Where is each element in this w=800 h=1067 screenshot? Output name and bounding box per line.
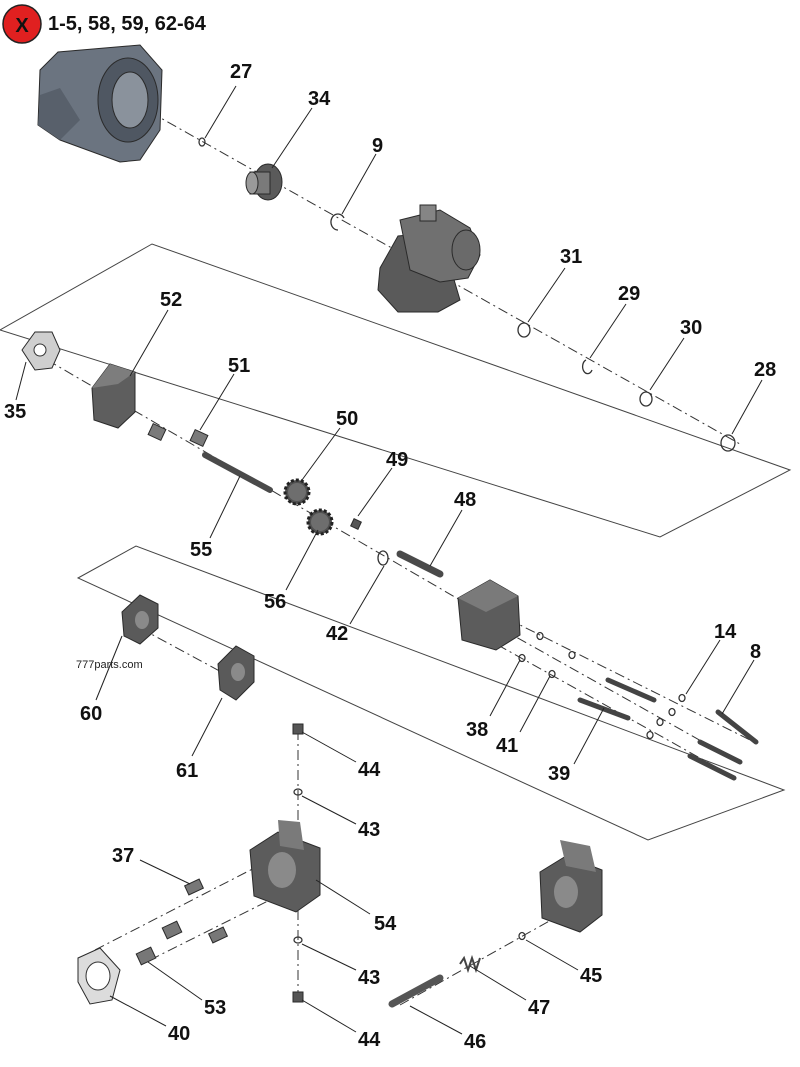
spring-47[interactable] bbox=[459, 954, 481, 974]
callout-8[interactable]: 8 bbox=[750, 641, 761, 663]
callout-54[interactable]: 54 bbox=[374, 913, 397, 935]
pin-49[interactable] bbox=[350, 518, 362, 530]
o-ring-b bbox=[568, 650, 576, 660]
callout-14[interactable]: 14 bbox=[714, 621, 737, 643]
callout-38[interactable]: 38 bbox=[466, 719, 488, 741]
seal-31[interactable] bbox=[517, 322, 531, 338]
callout-28[interactable]: 28 bbox=[754, 359, 776, 381]
callout-9[interactable]: 9 bbox=[372, 135, 383, 157]
bearing-28[interactable] bbox=[720, 434, 736, 452]
callout-56[interactable]: 56 bbox=[264, 591, 286, 613]
bushing-mid-b bbox=[207, 926, 229, 944]
callout-39[interactable]: 39 bbox=[548, 763, 570, 785]
x-badge-icon[interactable] bbox=[2, 4, 42, 44]
bushing-51b[interactable] bbox=[189, 428, 209, 448]
cover-52[interactable] bbox=[91, 363, 136, 429]
o-ring-41[interactable] bbox=[548, 669, 556, 679]
gear-50[interactable] bbox=[283, 478, 311, 506]
o-ring-38[interactable] bbox=[518, 653, 526, 663]
gasket-40[interactable] bbox=[77, 947, 121, 1005]
callout-50[interactable]: 50 bbox=[336, 408, 358, 430]
callout-47[interactable]: 47 bbox=[528, 997, 550, 1019]
callout-46[interactable]: 46 bbox=[464, 1031, 486, 1053]
ring-29[interactable] bbox=[581, 359, 593, 375]
gear-56[interactable] bbox=[306, 508, 334, 536]
callout-52[interactable]: 52 bbox=[160, 289, 182, 311]
watermark: 777parts.com bbox=[76, 659, 143, 671]
pump-body-right[interactable] bbox=[539, 840, 603, 933]
callout-43-top[interactable]: 43 bbox=[358, 819, 380, 841]
flange-60[interactable] bbox=[121, 594, 159, 645]
callout-27[interactable]: 27 bbox=[230, 61, 252, 83]
callout-45[interactable]: 45 bbox=[580, 965, 602, 987]
pump-body-54[interactable] bbox=[249, 820, 321, 913]
pump-body-middle[interactable] bbox=[457, 579, 521, 651]
callout-35[interactable]: 35 bbox=[4, 401, 26, 423]
plug-44-bottom[interactable] bbox=[292, 991, 304, 1003]
gasket-35[interactable] bbox=[21, 331, 61, 371]
callout-61[interactable]: 61 bbox=[176, 760, 198, 782]
bushing-51a[interactable] bbox=[147, 422, 167, 442]
valve-46[interactable] bbox=[388, 974, 444, 1008]
shaft-55[interactable] bbox=[202, 452, 273, 493]
header-title: 1-5, 58, 59, 62-64 bbox=[48, 13, 207, 35]
assembly-box-middle bbox=[76, 545, 786, 841]
pump-body-main[interactable] bbox=[377, 204, 481, 313]
bolt-lower-a bbox=[697, 739, 743, 765]
callout-31[interactable]: 31 bbox=[560, 246, 582, 268]
callout-44-bottom[interactable]: 44 bbox=[358, 1029, 381, 1051]
callout-40[interactable]: 40 bbox=[168, 1023, 190, 1045]
badge-letter: X bbox=[15, 15, 29, 37]
snap-ring-9[interactable] bbox=[330, 213, 345, 231]
assembly-box-upper bbox=[0, 243, 792, 538]
main-housing[interactable] bbox=[37, 44, 163, 163]
bolt-upper bbox=[605, 677, 657, 703]
o-ring-43-bottom[interactable] bbox=[293, 936, 303, 944]
callout-48[interactable]: 48 bbox=[454, 489, 476, 511]
o-ring-f bbox=[646, 730, 654, 740]
ring-42[interactable] bbox=[377, 550, 389, 566]
callout-49[interactable]: 49 bbox=[386, 449, 408, 471]
callout-34[interactable]: 34 bbox=[308, 88, 331, 110]
callout-labels: 27 34 9 31 29 30 28 52 35 51 50 49 48 55… bbox=[4, 61, 776, 1053]
o-ring-27[interactable] bbox=[198, 137, 206, 147]
o-ring-45[interactable] bbox=[518, 931, 526, 941]
o-ring-d bbox=[668, 707, 676, 717]
bushing-37[interactable] bbox=[183, 878, 205, 896]
bolt-8[interactable] bbox=[715, 709, 759, 745]
seal-30[interactable] bbox=[639, 391, 653, 407]
coupling-34[interactable] bbox=[245, 163, 283, 201]
callout-55[interactable]: 55 bbox=[190, 539, 212, 561]
flange-61[interactable] bbox=[217, 645, 255, 701]
callout-53[interactable]: 53 bbox=[204, 997, 226, 1019]
callout-41[interactable]: 41 bbox=[496, 735, 518, 757]
callout-42[interactable]: 42 bbox=[326, 623, 348, 645]
callout-44-top[interactable]: 44 bbox=[358, 759, 381, 781]
bushing-mid bbox=[161, 920, 183, 940]
header: X 1-5, 58, 59, 62-64 bbox=[2, 4, 207, 44]
callout-29[interactable]: 29 bbox=[618, 283, 640, 305]
axis-lines bbox=[29, 111, 751, 1006]
o-ring-43-top[interactable] bbox=[293, 788, 303, 796]
callout-60[interactable]: 60 bbox=[80, 703, 102, 725]
shaft-48[interactable] bbox=[396, 550, 444, 578]
leader-lines bbox=[15, 85, 763, 1035]
o-ring-c bbox=[678, 693, 686, 703]
bushing-53[interactable] bbox=[135, 946, 157, 966]
o-ring-e bbox=[656, 717, 664, 727]
callout-43-bottom[interactable]: 43 bbox=[358, 967, 380, 989]
bolt-lower-b bbox=[687, 753, 737, 781]
o-ring-a bbox=[536, 631, 544, 641]
plug-44-top[interactable] bbox=[292, 723, 304, 735]
callout-30[interactable]: 30 bbox=[680, 317, 702, 339]
callout-37[interactable]: 37 bbox=[112, 845, 134, 867]
callout-51[interactable]: 51 bbox=[228, 355, 250, 377]
